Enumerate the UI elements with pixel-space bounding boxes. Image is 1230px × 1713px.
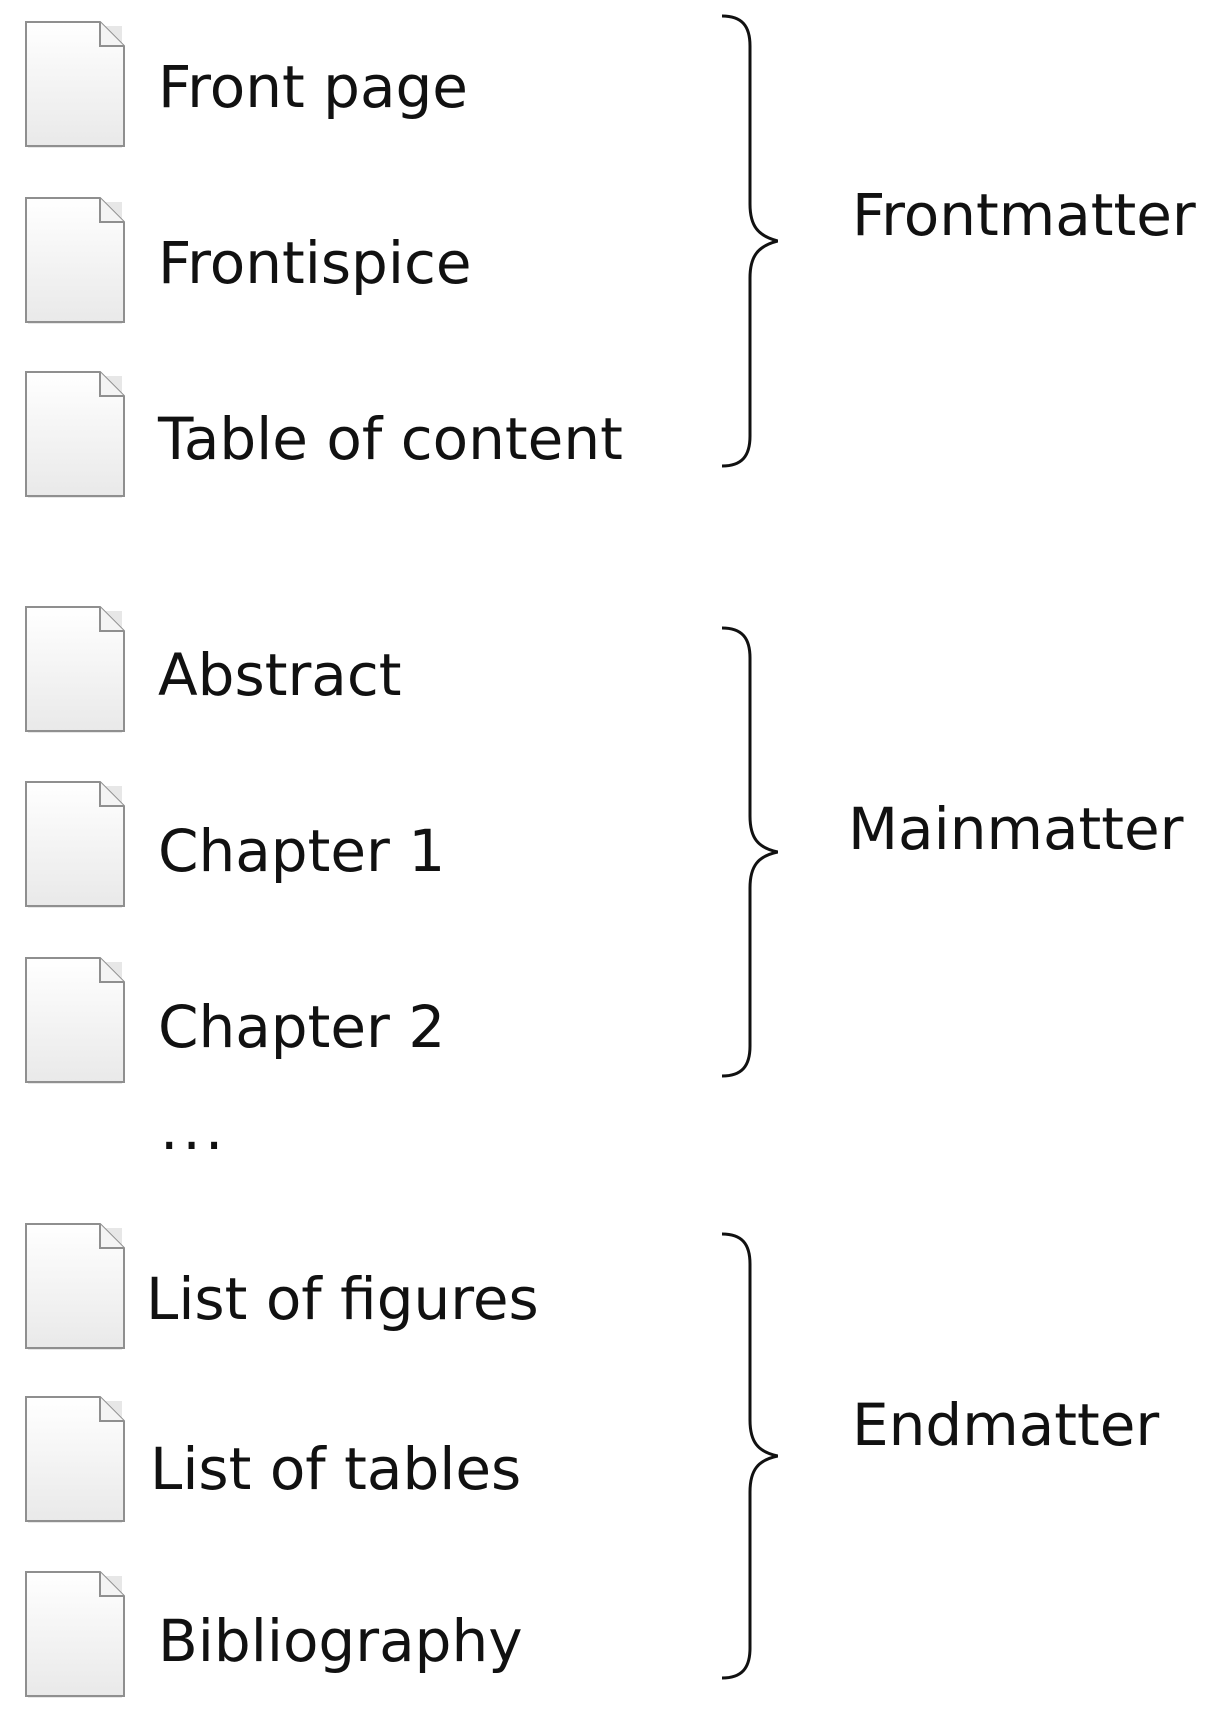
item-label-bibliography: Bibliography bbox=[158, 1607, 523, 1675]
item-label-abstract: Abstract bbox=[158, 641, 402, 709]
item-label-chapter-2: Chapter 2 bbox=[158, 993, 446, 1061]
document-icon bbox=[24, 956, 128, 1086]
item-label-list-of-figures: List of figures bbox=[146, 1265, 539, 1333]
list-item bbox=[24, 196, 128, 326]
document-icon bbox=[24, 1570, 128, 1700]
document-icon bbox=[24, 780, 128, 910]
item-label-chapter-1: Chapter 1 bbox=[158, 817, 446, 885]
group-label-frontmatter: Frontmatter bbox=[852, 181, 1196, 249]
document-icon bbox=[24, 370, 128, 500]
ellipsis: ... bbox=[160, 1095, 228, 1163]
list-item bbox=[24, 1222, 128, 1352]
document-icon bbox=[24, 196, 128, 326]
list-item bbox=[24, 605, 128, 735]
right-curly-brace-icon bbox=[718, 626, 779, 1082]
group-label-endmatter: Endmatter bbox=[852, 1391, 1160, 1459]
list-item bbox=[24, 1570, 128, 1700]
item-label-front-page: Front page bbox=[158, 53, 468, 121]
item-label-list-of-tables: List of tables bbox=[150, 1435, 522, 1503]
list-item bbox=[24, 780, 128, 910]
item-label-table-of-content: Table of content bbox=[158, 405, 623, 473]
list-item bbox=[24, 20, 128, 150]
list-item bbox=[24, 956, 128, 1086]
document-icon bbox=[24, 605, 128, 735]
right-curly-brace-icon bbox=[718, 1232, 779, 1684]
list-item bbox=[24, 1395, 128, 1525]
right-curly-brace-icon bbox=[718, 14, 779, 472]
item-label-frontispice: Frontispice bbox=[158, 229, 472, 297]
document-icon bbox=[24, 1222, 128, 1352]
list-item bbox=[24, 370, 128, 500]
document-icon bbox=[24, 1395, 128, 1525]
group-label-mainmatter: Mainmatter bbox=[848, 795, 1184, 863]
document-icon bbox=[24, 20, 128, 150]
